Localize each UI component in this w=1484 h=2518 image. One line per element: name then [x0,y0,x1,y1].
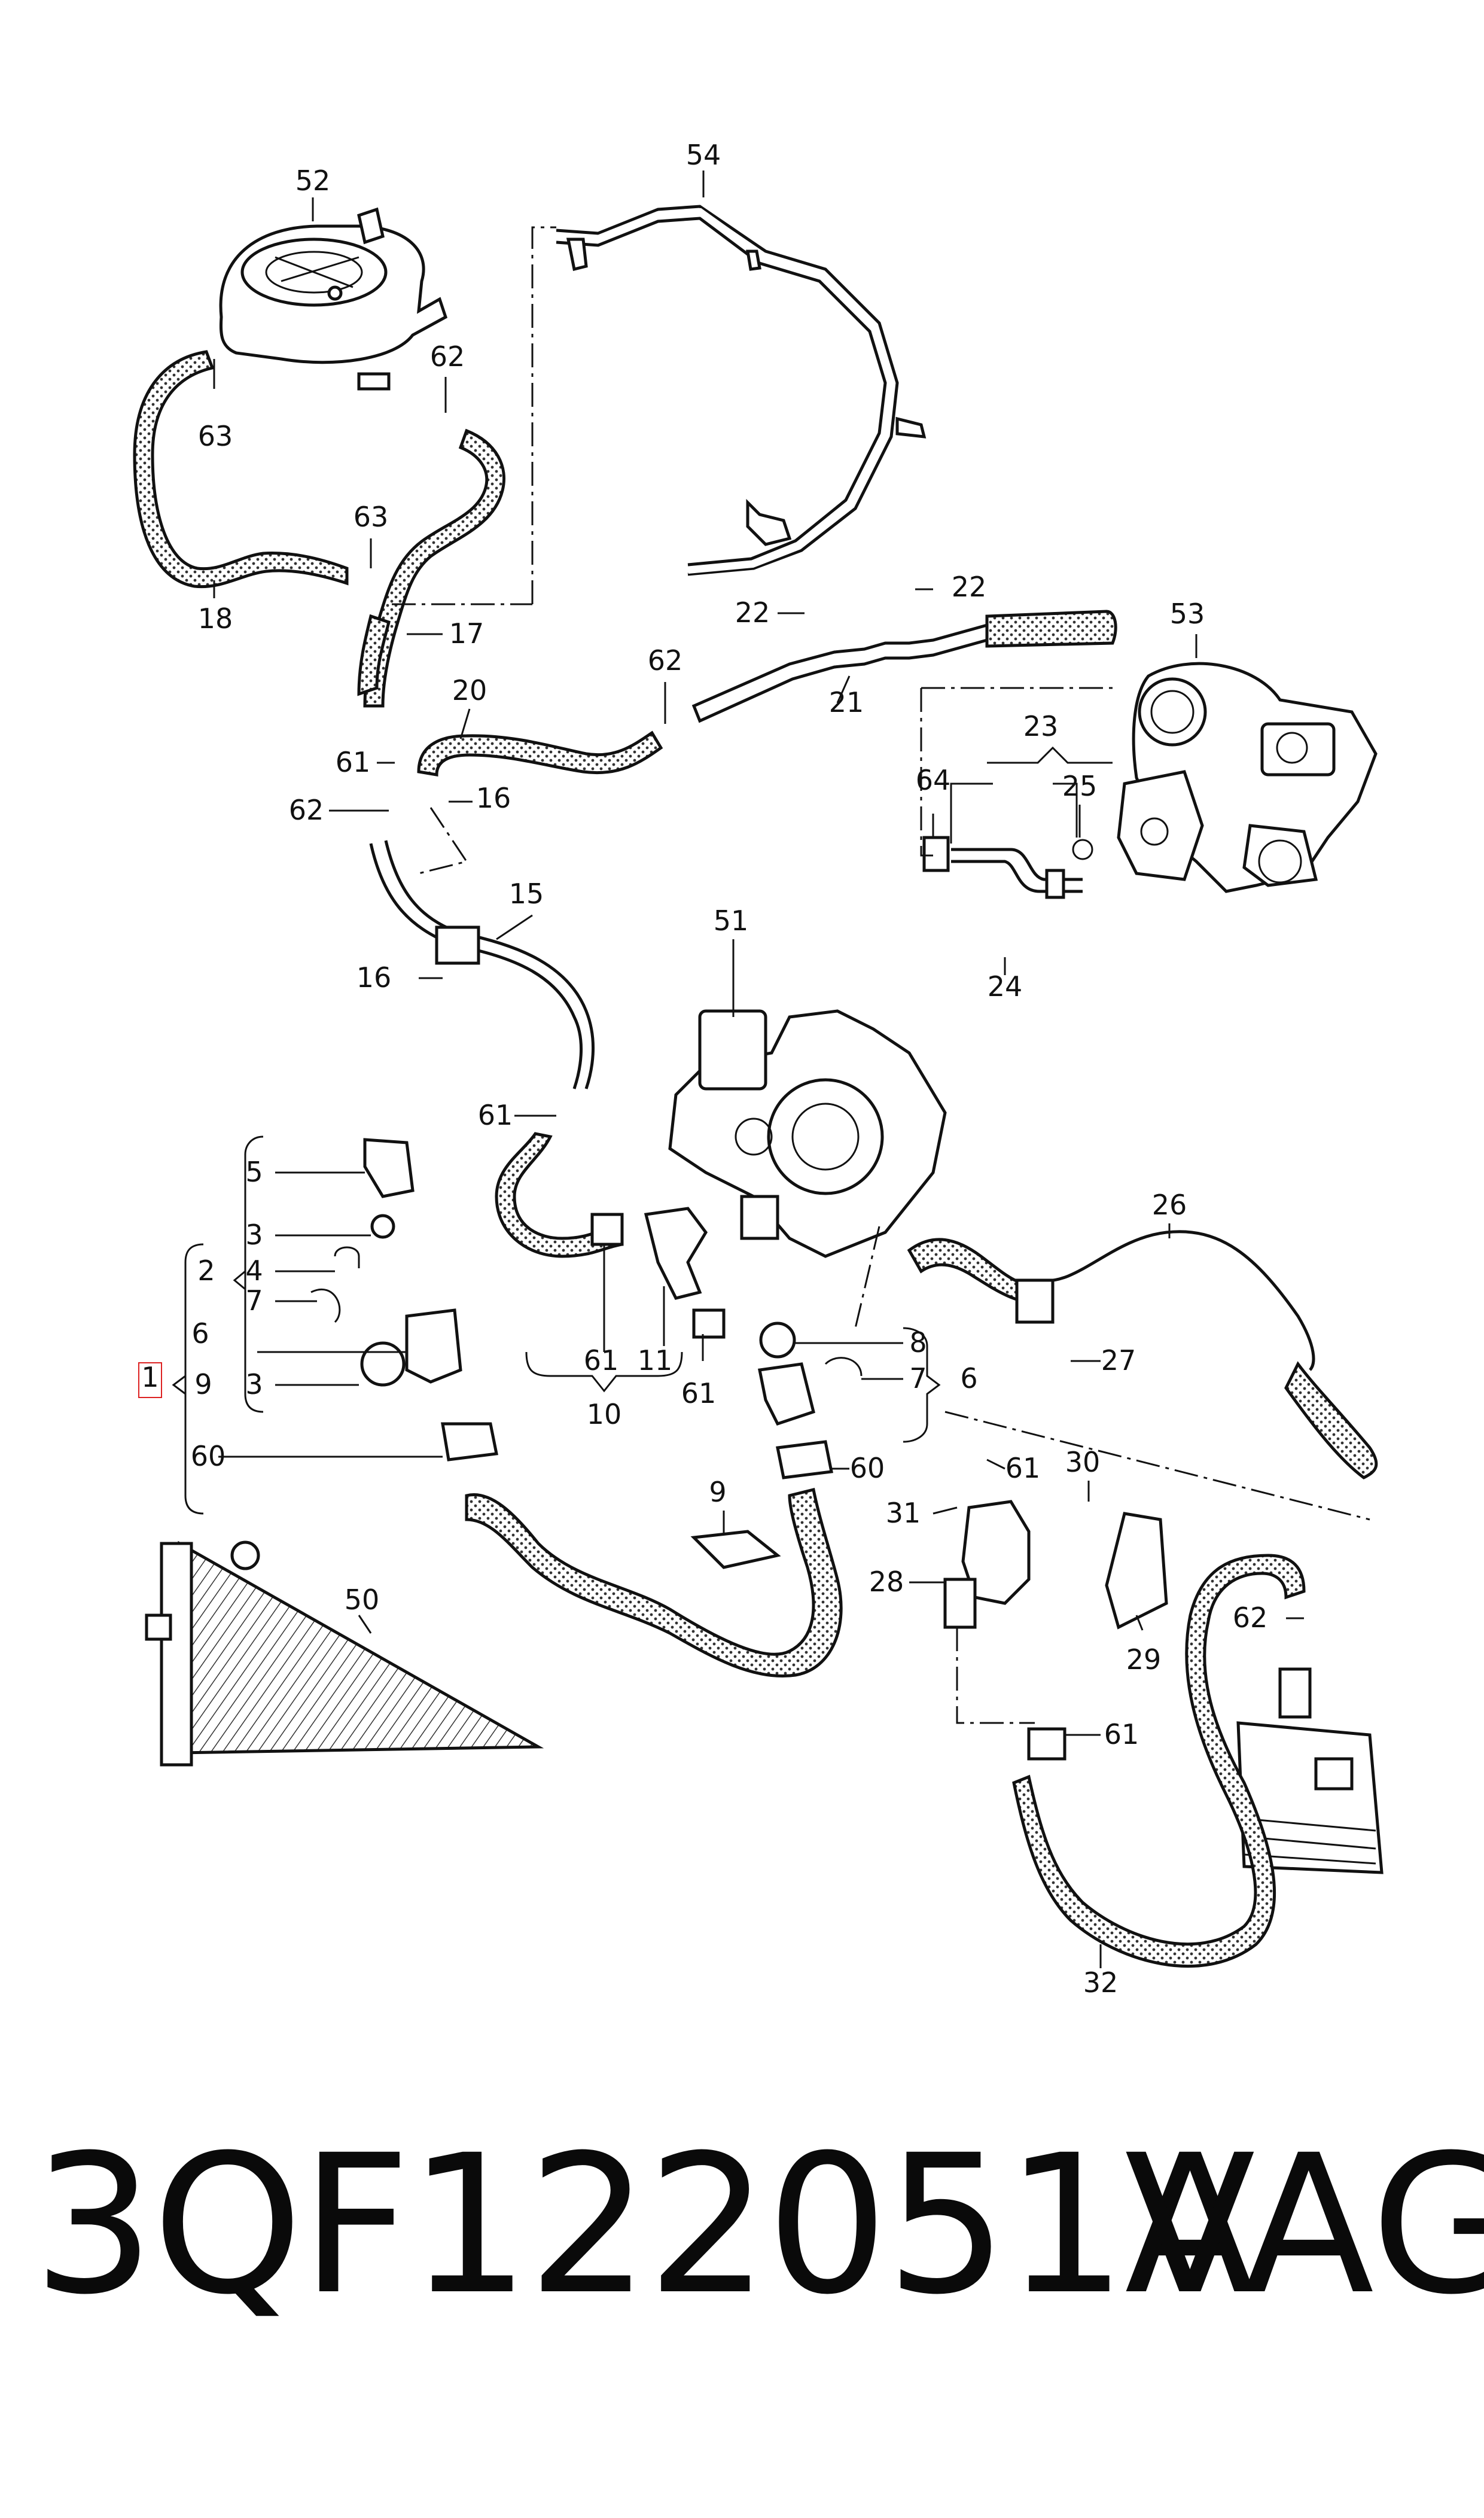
radiator [145,1540,544,1767]
callout-51: 51 [714,905,749,937]
callout-10: 10 [587,1398,622,1430]
callout-62a: 62 [430,340,465,373]
callout-3b: 3 [245,1368,263,1400]
callout-61b: 61 [478,1099,513,1131]
callout-16b: 16 [356,961,392,994]
pipe-23 [922,836,1093,899]
callout-21: 21 [829,686,864,718]
callout-62d: 62 [1233,1601,1268,1634]
hose-9 [465,1487,843,1678]
hose-32 [1012,1554,1306,1968]
callout-52: 52 [295,165,331,197]
callout-11: 11 [638,1344,673,1377]
connection-piece-11 [590,1207,726,1339]
callout-8: 8 [909,1326,927,1359]
callout-9a: 9 [194,1368,212,1400]
callout-9b: 9 [709,1476,726,1508]
callout-22a: 22 [952,571,987,603]
callout-17: 17 [449,617,484,650]
connection-assembly-1 [310,1138,498,1462]
callout-1-highlight [138,1362,162,1398]
callout-4: 4 [245,1255,263,1287]
coolant-hose-exploded-diagram: 5254626363181720222262215361621623642524… [133,139,1384,1999]
callout-60a: 60 [191,1440,226,1472]
bracket-54 [556,205,927,576]
callout-61c: 61 [584,1344,619,1377]
callout-27: 27 [1101,1344,1136,1377]
callout-6a: 6 [191,1317,209,1350]
callout-61f: 61 [1104,1718,1139,1750]
callout-1: 1 [141,1361,159,1393]
hose-17 [357,428,505,708]
hose-18 [133,350,349,589]
callout-18: 18 [198,602,233,635]
thermostat-housing [668,1009,947,1258]
callout-29: 29 [1126,1643,1162,1676]
callout-6b: 6 [960,1362,977,1395]
callout-15: 15 [509,878,544,910]
callout-63b: 63 [354,501,389,533]
hose-20 [417,730,663,777]
hose-26 [907,1230,1378,1479]
callout-3a: 3 [245,1219,263,1251]
connection-piece-6 [758,1322,863,1479]
callout-20: 20 [452,674,487,707]
callout-30: 30 [1065,1446,1101,1478]
footer: 3QF122051A VAG [0,2130,1484,2381]
callout-54: 54 [686,139,721,171]
connector-lines [392,226,1370,1724]
callout-28: 28 [869,1566,904,1598]
leader-lines [213,170,1304,1968]
callout-7a: 7 [245,1284,263,1317]
callout-25: 25 [1062,770,1098,802]
callout-24: 24 [988,970,1023,1003]
callout-50: 50 [345,1584,380,1616]
callout-5: 5 [245,1156,263,1188]
callout-61e: 61 [1005,1452,1041,1484]
callout-60b: 60 [850,1452,885,1484]
callout-2: 2 [197,1255,215,1287]
expansion-tank [219,207,448,391]
callout-31: 31 [886,1497,921,1529]
callout-62c: 62 [289,794,324,826]
callout-53: 53 [1170,598,1205,630]
pipe-21 [691,610,1117,723]
callout-64: 64 [916,764,951,796]
turbocharger [1117,662,1378,893]
callout-7b: 7 [909,1362,927,1395]
part-number: 3QF122051A [33,2114,1256,2337]
callout-63a: 63 [198,420,233,452]
connection-piece-28 [943,1500,1168,1630]
callout-61a: 61 [336,746,371,778]
brand-name: VAG [1125,2114,1484,2337]
callout-22b: 22 [735,596,770,629]
callout-61d: 61 [681,1377,717,1409]
callout-16a: 16 [476,782,511,814]
pipe-15 [369,840,595,1091]
assembly-bracket-1 [172,746,1113,1515]
callout-62b: 62 [648,644,683,677]
callout-23: 23 [1023,710,1059,742]
callout-32: 32 [1083,1966,1119,1999]
callout-26: 26 [1152,1189,1187,1221]
